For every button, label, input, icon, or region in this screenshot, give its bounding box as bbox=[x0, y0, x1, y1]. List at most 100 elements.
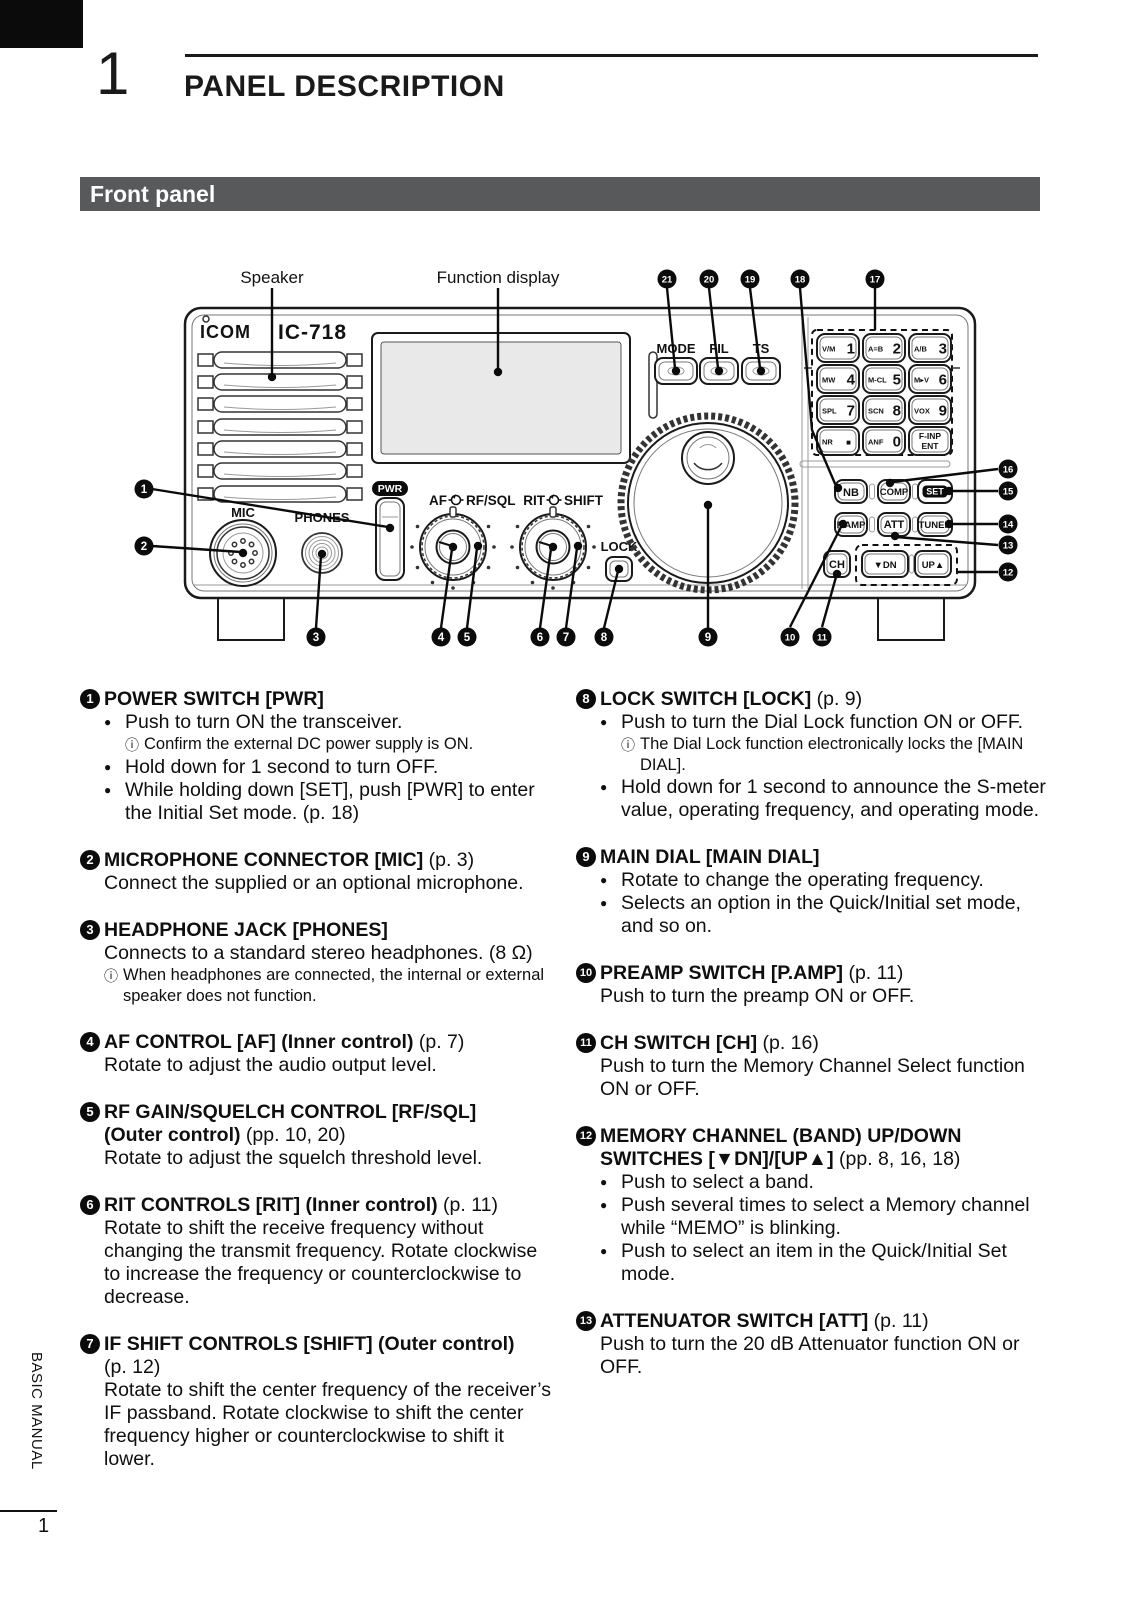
callout-19: 19 bbox=[740, 269, 766, 376]
key-fn-label: M▸V bbox=[914, 376, 929, 385]
section-item: ●Push to select a band. bbox=[600, 1171, 1046, 1194]
svg-text:11: 11 bbox=[817, 633, 828, 644]
item-text: When headphones are connected, the inter… bbox=[123, 966, 545, 1005]
bullet-icon: ● bbox=[104, 715, 112, 729]
section-item: Connects to a standard stereo headphones… bbox=[104, 942, 558, 965]
callout-15: 15 bbox=[944, 481, 1018, 501]
key-num-label: 2 bbox=[893, 341, 901, 358]
panel-trim bbox=[799, 460, 951, 468]
right-foot bbox=[877, 595, 945, 641]
section-bar: Front panel bbox=[80, 177, 1040, 211]
callout-badge: 7 bbox=[80, 1334, 100, 1354]
heading-run: (pp. 10, 20) bbox=[240, 1124, 346, 1146]
speaker-label: Speaker bbox=[240, 268, 304, 287]
section-item: Push to turn the preamp ON or OFF. bbox=[600, 985, 1046, 1008]
key-fn-label: M-CL bbox=[868, 376, 887, 385]
item-text: Connect the supplied or an optional micr… bbox=[104, 872, 524, 894]
set-label: SET bbox=[926, 487, 944, 497]
callout-20: 20 bbox=[699, 269, 724, 376]
svg-text:10: 10 bbox=[785, 633, 796, 644]
key-num-label: 9 bbox=[939, 403, 947, 420]
section-item: Rotate to shift the center frequency of … bbox=[104, 1379, 558, 1471]
knob-detent-dots bbox=[510, 524, 596, 590]
item-text: Push to turn the Dial Lock function ON o… bbox=[621, 711, 1024, 733]
key-num-label: 7 bbox=[847, 403, 855, 420]
svg-text:14: 14 bbox=[1003, 520, 1014, 531]
key-fn-label: MW bbox=[822, 376, 836, 385]
callout-5: 5 bbox=[457, 541, 483, 647]
item-text: Push to select a band. bbox=[621, 1171, 814, 1193]
heading-run: (pp. 8, 16, 18) bbox=[833, 1148, 961, 1170]
callout-badge: 4 bbox=[80, 1032, 100, 1052]
heading-run: (p. 16) bbox=[757, 1032, 819, 1054]
info-icon: ⓘ bbox=[621, 737, 635, 753]
page-number-rule bbox=[0, 1510, 57, 1512]
svg-text:19: 19 bbox=[745, 275, 756, 286]
item-text: While holding down [SET], push [PWR] to … bbox=[125, 779, 535, 824]
nb-button: NB bbox=[834, 479, 868, 504]
af-label: AF bbox=[429, 493, 447, 508]
section-item: ●While holding down [SET], push [PWR] to… bbox=[104, 779, 558, 825]
mode-button: MODE bbox=[654, 341, 698, 385]
brand-logo: ICOM IC-718 bbox=[200, 315, 346, 344]
tuner-label: TUNER bbox=[919, 520, 952, 531]
item-text: Rotate to adjust the audio output level. bbox=[104, 1054, 437, 1076]
item-text: Rotate to shift the receive frequency wi… bbox=[104, 1217, 538, 1308]
callout-4: 4 bbox=[431, 542, 458, 647]
svg-text:17: 17 bbox=[870, 275, 881, 286]
section-item: ● Push to turn ON the transceiver. bbox=[104, 711, 558, 734]
item-text: Push several times to select a Memory ch… bbox=[621, 1194, 1030, 1239]
item-text: Rotate to adjust the squelch threshold l… bbox=[104, 1147, 483, 1169]
svg-text:5: 5 bbox=[464, 632, 471, 644]
svg-text:13: 13 bbox=[1003, 541, 1014, 552]
heading-run: LOCK SWITCH [LOCK] bbox=[600, 688, 812, 710]
callout-9: 9 bbox=[698, 500, 718, 647]
key-num-label: 1 bbox=[847, 341, 855, 358]
section-item: Push to turn the 20 dB Attenuator functi… bbox=[600, 1333, 1046, 1379]
section-item: ●Selects an option in the Quick/Initial … bbox=[600, 892, 1046, 938]
callouts: 1 2 3 4 5 6 7 8 9 10 11 12 13 14 15 16 1… bbox=[134, 269, 1018, 647]
item-text: Hold down for 1 second to turn OFF. bbox=[125, 756, 439, 778]
bullet-icon: ● bbox=[600, 873, 608, 887]
heading-run: MICROPHONE CONNECTOR [MIC] bbox=[104, 849, 424, 871]
key-fn-label: NR bbox=[822, 438, 833, 447]
knob-detent-dots bbox=[410, 524, 496, 590]
section-item: ●Rotate to change the operating frequenc… bbox=[600, 869, 1046, 892]
item-text: Push to turn ON the transceiver. bbox=[125, 711, 403, 733]
att-button: ATT bbox=[877, 512, 911, 537]
bullet-icon: ● bbox=[600, 780, 608, 794]
callout-14: 14 bbox=[944, 514, 1018, 534]
callout-2: 2 bbox=[134, 536, 248, 558]
key-fn-label: SCN bbox=[868, 407, 884, 416]
ts-label: TS bbox=[753, 341, 770, 356]
section-item: Rotate to adjust the squelch threshold l… bbox=[104, 1147, 558, 1170]
ch-label: CH bbox=[829, 559, 845, 571]
bullet-icon: ● bbox=[600, 896, 608, 910]
pwr-switch: PWR bbox=[372, 481, 408, 581]
key-num-label: ENT bbox=[922, 441, 940, 451]
comp-label: COMP bbox=[880, 487, 909, 498]
svg-text:8: 8 bbox=[601, 632, 608, 644]
callout-badge: 10 bbox=[576, 963, 596, 983]
header-block-bottom bbox=[0, 0, 83, 46]
heading-run: SWITCHES [▼DN]/[UP▲] bbox=[600, 1148, 834, 1170]
button-separator bbox=[909, 554, 914, 574]
item-text: Push to select an item in the Quick/Init… bbox=[621, 1240, 1007, 1285]
